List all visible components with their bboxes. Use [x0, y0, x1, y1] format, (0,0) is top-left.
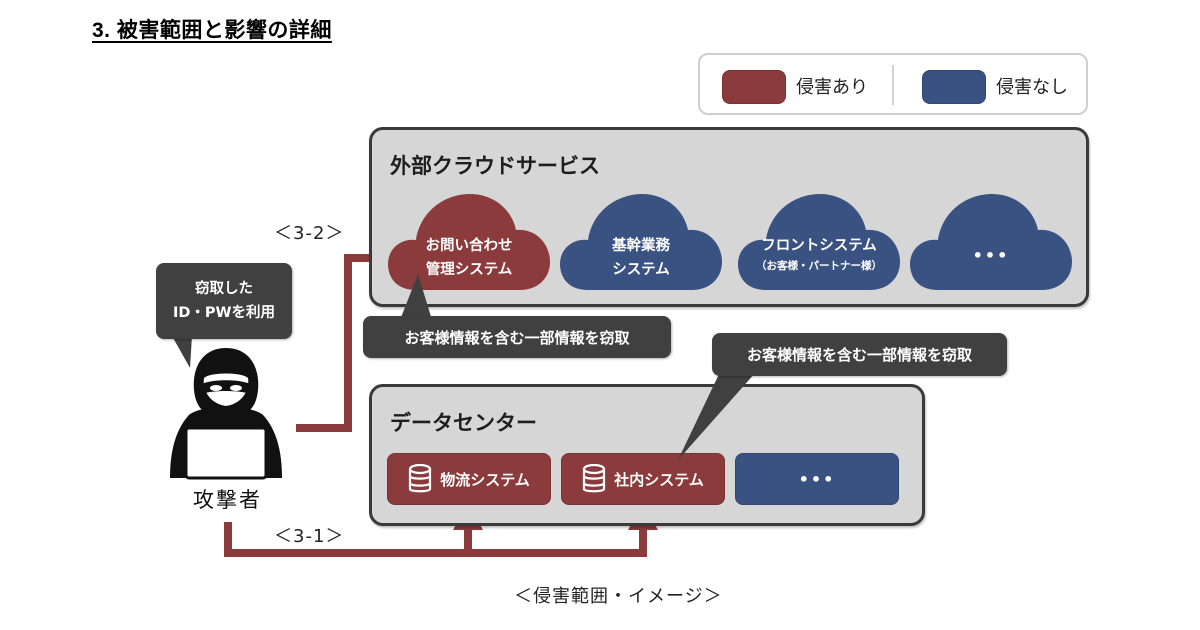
cloud-line1: フロントシステム: [761, 238, 877, 254]
dc-system-ellipsis: •••: [798, 469, 836, 489]
cloud-icon: [388, 194, 550, 290]
cloud-icon: [910, 194, 1072, 290]
callout-dc-leak: お客様情報を含む一部情報を窃取: [712, 333, 1007, 376]
cloud-line2: （お客様・パートナー様）: [756, 260, 882, 272]
cloud-line2: 管理システム: [425, 262, 513, 278]
data-center-title: データセンター: [390, 411, 537, 435]
cloud-service-core-business: 基幹業務 システム: [558, 192, 724, 292]
dc-system-label: 物流システム: [440, 470, 530, 489]
cloud-icon: [738, 194, 900, 290]
hooded-hacker-icon: [170, 348, 282, 480]
external-cloud-title: 外部クラウドサービス: [390, 154, 600, 178]
attacker-label: 攻撃者: [193, 488, 262, 512]
database-icon: [409, 464, 432, 493]
callout-line2: ID・PWを利用: [172, 305, 276, 321]
cloud-line1: 基幹業務: [612, 238, 670, 254]
dc-system-more: •••: [735, 453, 899, 505]
database-icon: [583, 464, 606, 493]
arrow-path-3-2: [296, 254, 388, 432]
external-cloud-panel: 外部クラウドサービス お問い合わせ 管理システム 基幹業務 システム フロントシ…: [369, 127, 1089, 307]
arrow-path-3-1: [224, 520, 647, 557]
figure-caption: ＜侵害範囲・イメージ＞: [514, 586, 723, 607]
cloud-line1: お問い合わせ: [425, 238, 513, 254]
legend-swatch-not-damaged: [922, 70, 986, 104]
data-center-panel: データセンター 物流システム 社内システム •••: [369, 384, 925, 526]
legend: 侵害あり 侵害なし: [698, 53, 1088, 115]
legend-divider: [892, 65, 894, 105]
callout-line1: 窃取した: [195, 281, 253, 297]
legend-label-damaged: 侵害あり: [796, 77, 868, 98]
cloud-service-inquiry: お問い合わせ 管理システム: [386, 192, 552, 292]
callout-tail-dc: [678, 372, 756, 460]
legend-swatch-damaged: [722, 70, 786, 104]
step-label-3-1: ＜3-1＞: [274, 526, 345, 547]
legend-label-not-damaged: 侵害なし: [996, 77, 1068, 98]
dc-system-internal: 社内システム: [561, 453, 725, 505]
cloud-icon: [560, 194, 722, 290]
dc-system-logistics: 物流システム: [387, 453, 551, 505]
callout-cloud-leak: お客様情報を含む一部情報を窃取: [363, 316, 671, 358]
callout-tail-attacker: [172, 336, 192, 368]
dc-system-label: 社内システム: [614, 470, 704, 489]
section-title: 3. 被害範囲と影響の詳細: [92, 19, 332, 42]
callout-tail-cloud: [400, 274, 432, 320]
cloud-ellipsis: •••: [972, 246, 1010, 265]
cloud-service-more: •••: [908, 192, 1074, 292]
callout-stolen-credentials: 窃取した ID・PWを利用: [156, 263, 292, 339]
cloud-service-front-system: フロントシステム （お客様・パートナー様）: [736, 192, 902, 292]
cloud-line2: システム: [612, 262, 670, 278]
step-label-3-2: ＜3-2＞: [274, 223, 345, 244]
